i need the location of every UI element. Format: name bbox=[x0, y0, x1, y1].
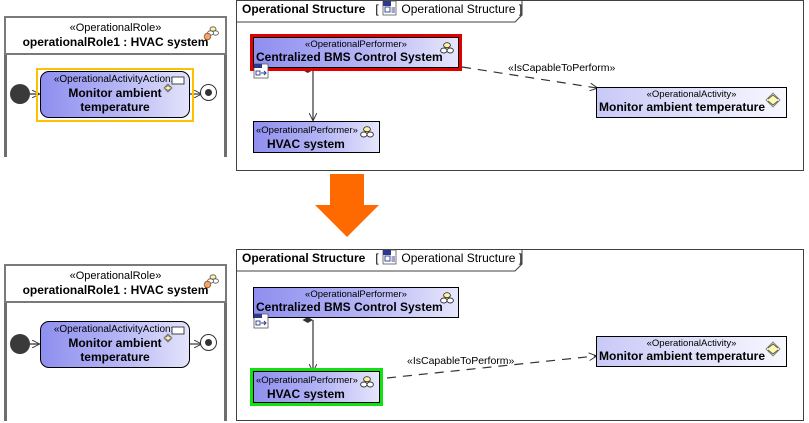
role-name: operationalRole1 : HVAC system bbox=[22, 35, 209, 49]
performer-name: HVAC system bbox=[267, 137, 345, 151]
frame-title: Operational Structure [ Operational Stru… bbox=[236, 249, 528, 270]
performer-hvac-system[interactable]: «OperationalPerformer» HVAC system bbox=[253, 371, 380, 403]
role-stereotype: «OperationalRole» bbox=[69, 22, 162, 34]
selection-highlight-performer bbox=[250, 368, 383, 406]
role-stereotype: «OperationalRole» bbox=[69, 270, 162, 282]
activity-final-node[interactable] bbox=[200, 84, 217, 101]
subdiagram-icon[interactable] bbox=[253, 313, 269, 329]
operational-activity-icon bbox=[765, 341, 781, 357]
action-name-line2: temperature bbox=[80, 100, 150, 114]
performer-stereotype: «OperationalPerformer» bbox=[305, 289, 407, 300]
swimlane-left-border bbox=[4, 303, 7, 421]
activity-final-node[interactable] bbox=[200, 334, 217, 351]
operational-performer-icon bbox=[440, 292, 454, 304]
swimlane-header[interactable]: «OperationalRole» operationalRole1 : HVA… bbox=[4, 264, 227, 303]
performer-hvac-system[interactable]: «OperationalPerformer» HVAC system bbox=[253, 121, 380, 153]
operational-performer-icon bbox=[360, 126, 374, 138]
swimlane-operational-role[interactable]: «OperationalRole» operationalRole1 : HVA… bbox=[4, 16, 227, 157]
frame-bracket-close: ] bbox=[518, 251, 523, 265]
frame-diagram-ref[interactable]: Operational Structure bbox=[401, 2, 516, 16]
operational-activity-action[interactable]: «OperationalActivityAction» Monitor ambi… bbox=[40, 321, 190, 368]
frame-connectors bbox=[0, 240, 809, 379]
selection-highlight-performer bbox=[250, 34, 462, 71]
transition-arrow-down-icon bbox=[315, 174, 379, 237]
activity-name: Monitor ambient temperature bbox=[599, 349, 766, 363]
frame-title-tab-border bbox=[236, 249, 523, 272]
operational-performer-icon bbox=[440, 42, 454, 54]
activity-name: Monitor ambient temperature bbox=[599, 100, 766, 114]
operational-activity-block[interactable]: «OperationalActivity» Monitor ambient te… bbox=[596, 336, 787, 367]
initial-node[interactable] bbox=[10, 334, 30, 354]
action-stereotype: «OperationalActivityAction» bbox=[53, 74, 177, 85]
dependency-label: «IsCapableToPerform» bbox=[407, 355, 515, 367]
swimlane-operational-role[interactable]: «OperationalRole» operationalRole1 : HVA… bbox=[4, 264, 227, 421]
selection-highlight-action bbox=[36, 68, 194, 122]
performer-stereotype: «OperationalPerformer» bbox=[256, 125, 358, 136]
operational-performer-icon bbox=[360, 376, 374, 388]
action-name-line2: temperature bbox=[80, 350, 150, 364]
frame-title: Operational Structure [ Operational Stru… bbox=[236, 0, 528, 21]
dependency-label: «IsCapableToPerform» bbox=[508, 62, 616, 74]
frame-bracket-close: ] bbox=[518, 2, 523, 16]
frame-bracket-open: [ bbox=[375, 251, 379, 265]
operational-activity-block[interactable]: «OperationalActivity» Monitor ambient te… bbox=[596, 87, 787, 118]
action-stereotype: «OperationalActivityAction» bbox=[53, 324, 177, 335]
frame-diagram-ref[interactable]: Operational Structure bbox=[401, 251, 516, 265]
frame-connectors bbox=[0, 66, 809, 175]
dependency-is-capable-to-perform[interactable] bbox=[386, 356, 596, 379]
operational-activity-icon bbox=[765, 92, 781, 108]
performer-name: Centralized BMS Control System bbox=[256, 50, 443, 64]
operational-activity-action[interactable]: «OperationalActivityAction» Monitor ambi… bbox=[40, 71, 190, 118]
dependency-is-capable-to-perform[interactable] bbox=[461, 66, 597, 88]
action-name-line1: Monitor ambient bbox=[68, 336, 162, 350]
swimlane-right-border bbox=[224, 303, 227, 421]
action-name-line1: Monitor ambient bbox=[68, 86, 162, 100]
swimlane-header[interactable]: «OperationalRole» operationalRole1 : HVA… bbox=[4, 16, 227, 55]
activity-stereotype: «OperationalActivity» bbox=[646, 338, 737, 349]
swimlane-right-border bbox=[224, 55, 227, 157]
performer-name: HVAC system bbox=[267, 387, 345, 401]
performer-centralized-bms[interactable]: «OperationalPerformer» Centralized BMS C… bbox=[253, 287, 459, 318]
activity-stereotype: «OperationalActivity» bbox=[646, 89, 737, 100]
role-name: operationalRole1 : HVAC system bbox=[22, 283, 209, 297]
subdiagram-icon[interactable] bbox=[253, 63, 269, 79]
performer-centralized-bms[interactable]: «OperationalPerformer» Centralized BMS C… bbox=[253, 37, 459, 68]
initial-node[interactable] bbox=[10, 84, 30, 104]
frame-title-tab-border bbox=[236, 0, 523, 23]
frame-title-name: Operational Structure bbox=[242, 2, 366, 16]
frame-bracket-open: [ bbox=[375, 2, 379, 16]
performer-stereotype: «OperationalPerformer» bbox=[305, 39, 407, 50]
swimlane-left-border bbox=[4, 55, 7, 157]
performer-name: Centralized BMS Control System bbox=[256, 300, 443, 314]
performer-stereotype: «OperationalPerformer» bbox=[256, 375, 358, 386]
frame-title-name: Operational Structure bbox=[242, 251, 366, 265]
